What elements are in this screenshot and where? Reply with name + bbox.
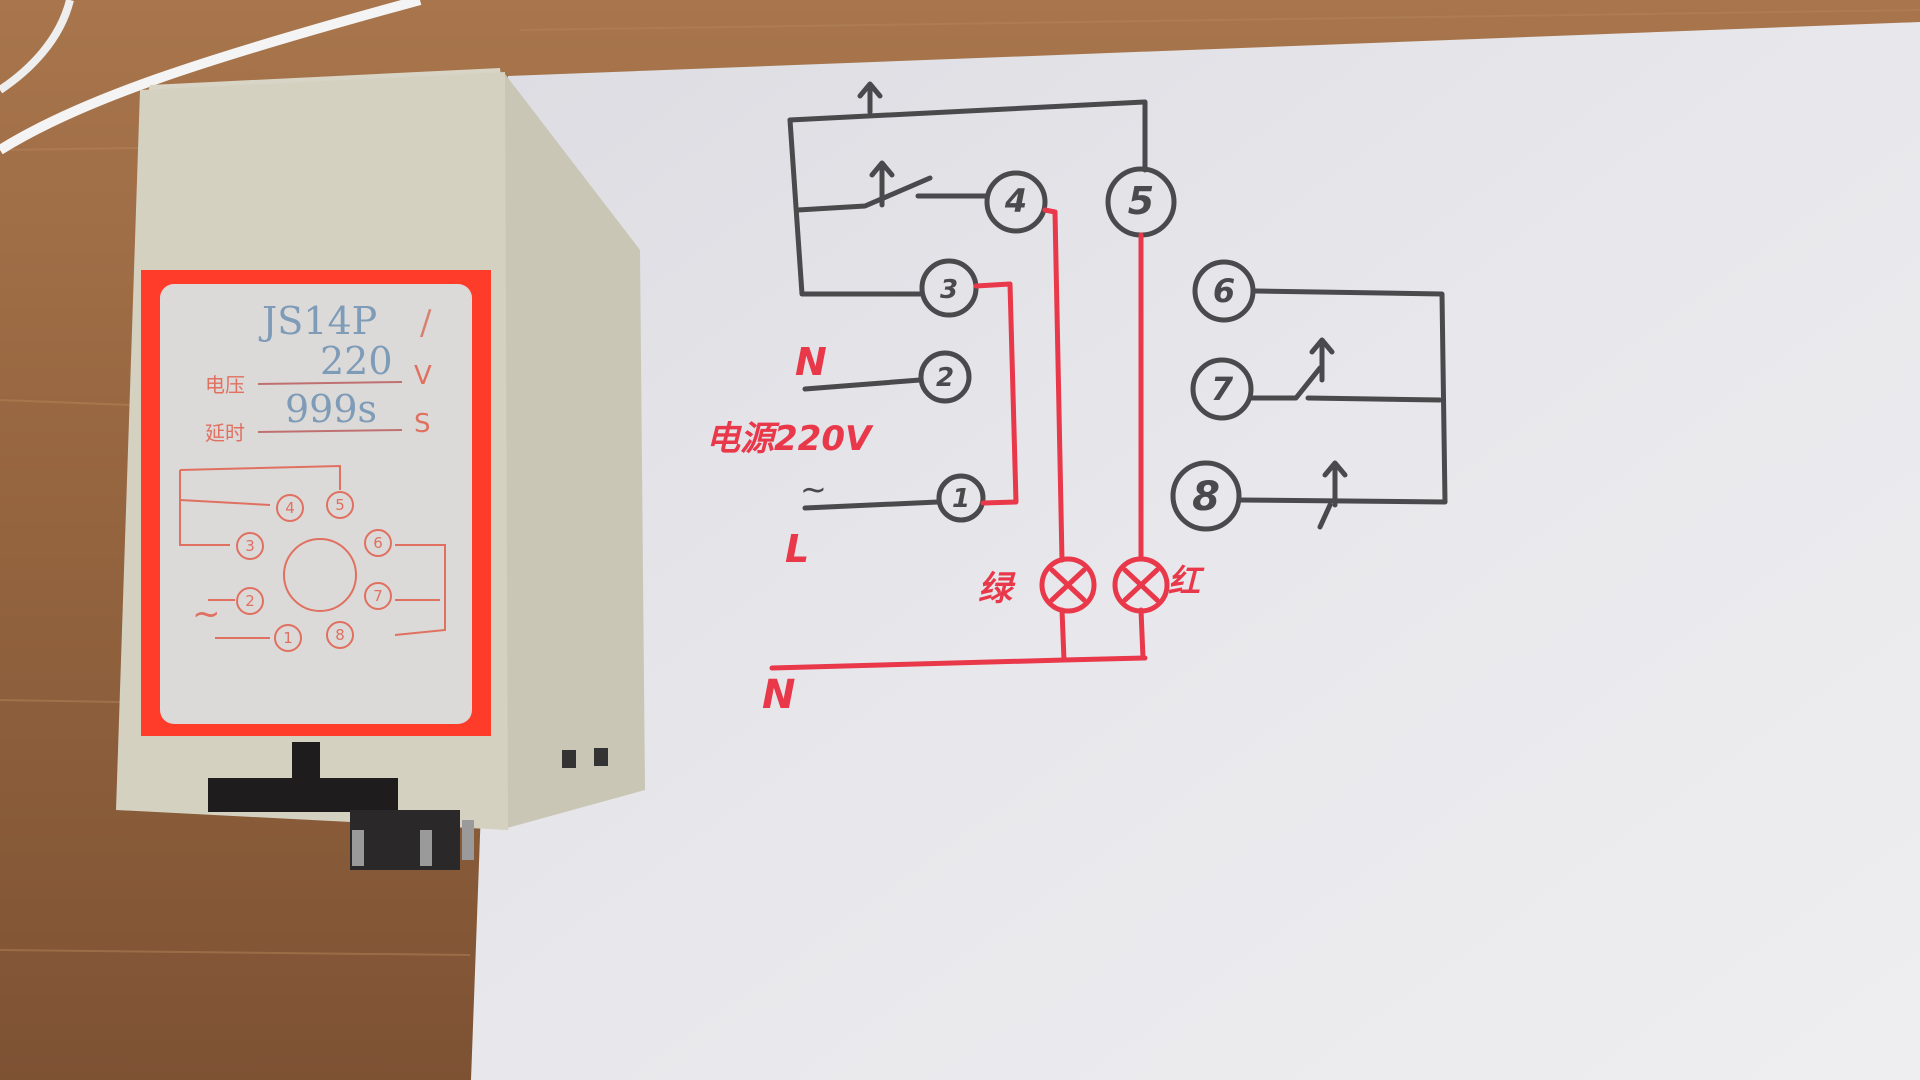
- ac-symbol: ~: [192, 594, 221, 634]
- paper-sheet: [471, 22, 1920, 1080]
- terminal-7: [1190, 357, 1254, 421]
- slash: /: [420, 303, 432, 343]
- relay-pin-diagram: [179, 464, 446, 652]
- terminal-2: [918, 350, 972, 404]
- voltage-label: 电压: [205, 373, 245, 397]
- label-l: L: [785, 527, 809, 571]
- pin-3: 3: [245, 537, 255, 555]
- relay-side: [500, 74, 645, 830]
- pin-4: 4: [285, 499, 295, 517]
- black-wires: [787, 81, 1448, 530]
- wiring-diagram: 1 2 3 4 5 6 7 8 N 电源220V L N 绿 红 ~: [706, 81, 1448, 718]
- terminal-8: [1170, 460, 1242, 532]
- voltage-unit: V: [414, 361, 432, 391]
- pin-5: 5: [335, 496, 345, 514]
- terminal-8-label: 8: [1192, 474, 1220, 520]
- relay-model: JS14P: [258, 299, 377, 343]
- terminal-6: [1192, 259, 1256, 323]
- terminals: [918, 166, 1256, 532]
- pin-7: 7: [373, 587, 383, 605]
- red-wires: [769, 207, 1170, 671]
- terminal-1-label: 1: [952, 484, 970, 514]
- terminal-7-label: 7: [1211, 370, 1234, 408]
- wood-grain: [0, 9, 1920, 956]
- terminal-5-label: 5: [1128, 179, 1154, 223]
- label-ac: ~: [800, 470, 827, 508]
- pin-1: 1: [283, 629, 293, 647]
- relay-base: [208, 778, 398, 812]
- terminal-3-label: 3: [940, 275, 958, 305]
- cable: [0, 0, 422, 155]
- delay-unit: S: [414, 409, 431, 439]
- pin-6: 6: [373, 534, 383, 552]
- relay-voltage: 220: [320, 339, 393, 383]
- pin-8: 8: [335, 626, 345, 644]
- time-relay: JS14P / 220 电压 V 999s 延时 S 1 2 3 4 5 6 7…: [116, 68, 645, 870]
- terminal-4: [984, 170, 1048, 234]
- terminal-2-label: 2: [936, 363, 954, 393]
- terminal-4-label: 4: [1004, 182, 1027, 220]
- label-power-220v: 电源220V: [706, 419, 874, 459]
- relay-delay: 999s: [285, 387, 377, 431]
- label-n-bottom: N: [762, 672, 795, 718]
- label-green-lamp: 绿: [978, 569, 1016, 609]
- pin-2: 2: [245, 592, 255, 610]
- cable: [0, 0, 74, 94]
- label-red-lamp: 红: [1168, 562, 1205, 600]
- delay-label: 延时: [205, 421, 245, 445]
- label-n-top: N: [795, 340, 827, 384]
- terminal-1: [936, 473, 986, 523]
- terminal-6-label: 6: [1213, 272, 1235, 310]
